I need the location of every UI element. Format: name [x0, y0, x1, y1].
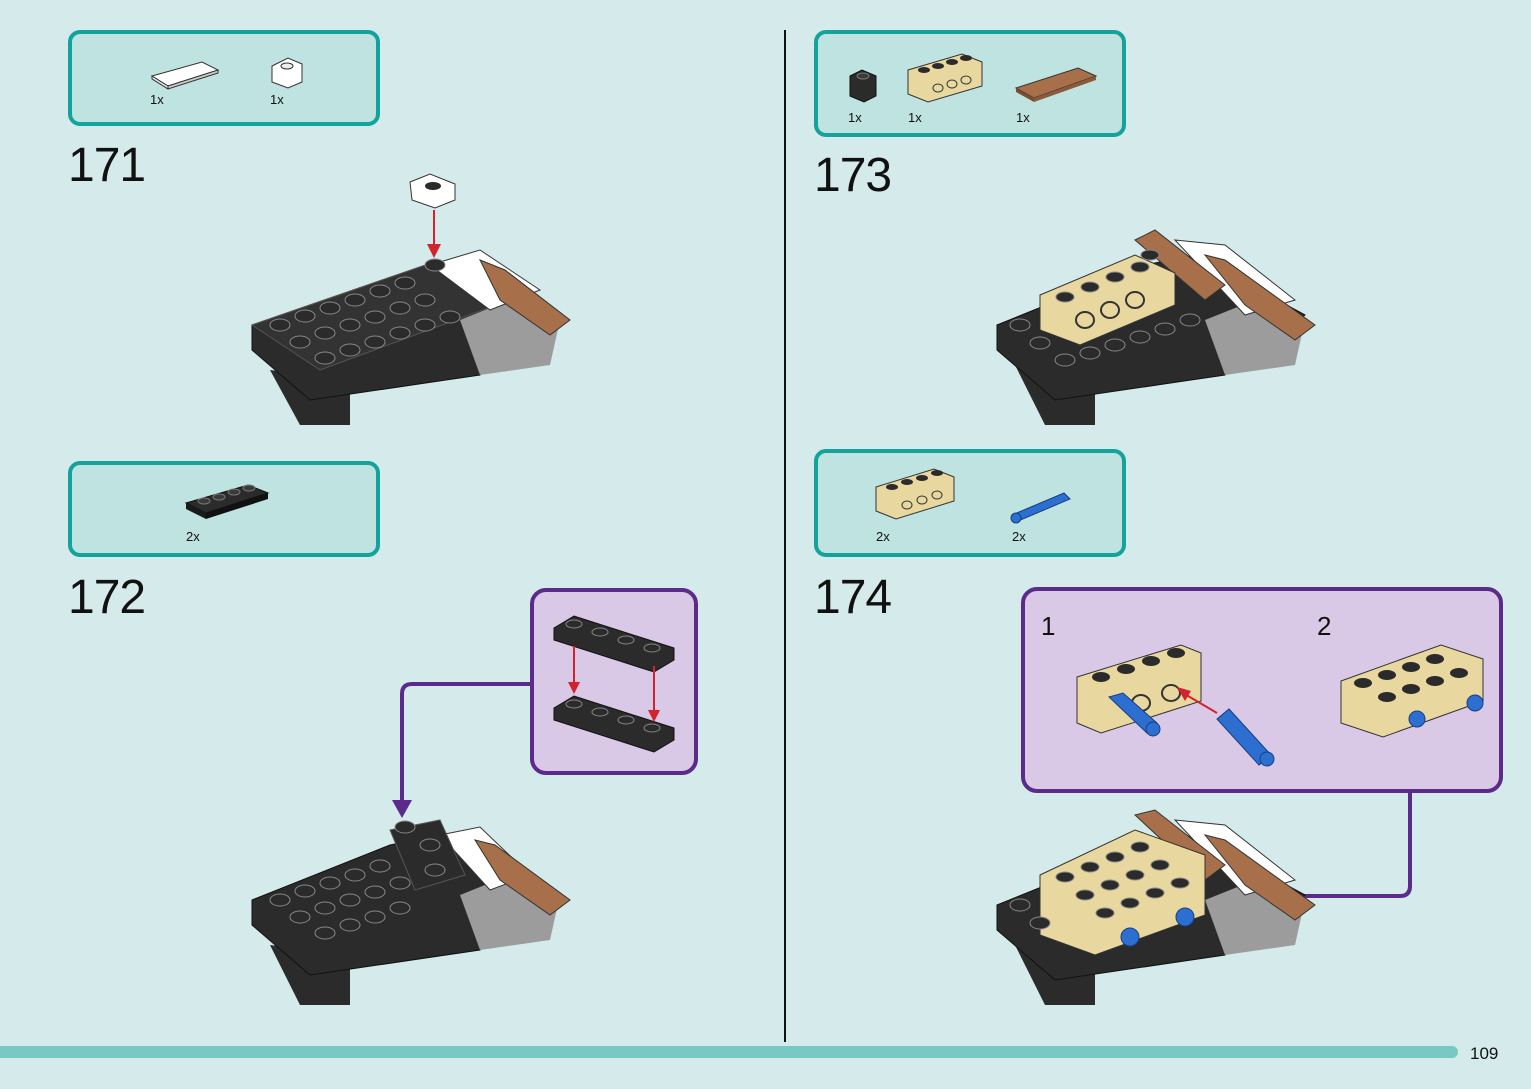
- tan-technic-brick-part-icon: [875, 468, 955, 520]
- step-174-model: [996, 809, 1316, 1005]
- purple-pointer-arrow: [392, 682, 532, 818]
- brown-tile-part-icon: [1014, 67, 1098, 102]
- red-arrow-icon: [427, 210, 441, 258]
- substep-label-1: 1: [1041, 611, 1056, 641]
- part-qty: 1x: [150, 92, 164, 107]
- step-173-model: [996, 229, 1316, 425]
- part-qty: 1x: [1016, 110, 1030, 125]
- callout-172: [530, 588, 698, 775]
- step-172-model: [251, 819, 571, 1005]
- part-qty: 1x: [848, 110, 862, 125]
- step-number-174: 174: [814, 571, 892, 624]
- substep-2-diagram: [1340, 644, 1484, 738]
- step-number-171: 171: [68, 139, 146, 192]
- blue-pin-part-icon: [1010, 492, 1071, 524]
- callout-174: 1 2: [1021, 587, 1503, 793]
- part-qty: 2x: [876, 529, 890, 544]
- footer-bar: [0, 1046, 1458, 1058]
- parts-list-171: 1x 1x: [68, 30, 380, 126]
- part-qty: 1x: [908, 110, 922, 125]
- step-number-173: 173: [814, 149, 892, 202]
- plate-stack-diagram: [553, 615, 675, 753]
- part-qty: 2x: [1012, 529, 1026, 544]
- white-bracket-part-icon: [271, 57, 303, 89]
- white-tile-part-icon: [150, 61, 220, 90]
- step-171-model: [250, 173, 571, 425]
- substep-label-2: 2: [1317, 611, 1332, 641]
- parts-list-172: 2x: [68, 461, 380, 557]
- part-qty: 1x: [270, 92, 284, 107]
- step-number-172: 172: [68, 571, 146, 624]
- parts-list-174: 2x 2x: [814, 449, 1126, 557]
- black-brick-part-icon: [849, 69, 877, 103]
- parts-list-173: 1x 1x 1x: [814, 30, 1126, 137]
- page-divider: [784, 30, 786, 1042]
- tan-technic-brick-part-icon: [907, 53, 983, 103]
- page-number: 109: [1470, 1044, 1499, 1063]
- part-qty: 2x: [186, 529, 200, 544]
- substep-1-diagram: [1076, 644, 1275, 767]
- black-plate-part-icon: [184, 484, 270, 519]
